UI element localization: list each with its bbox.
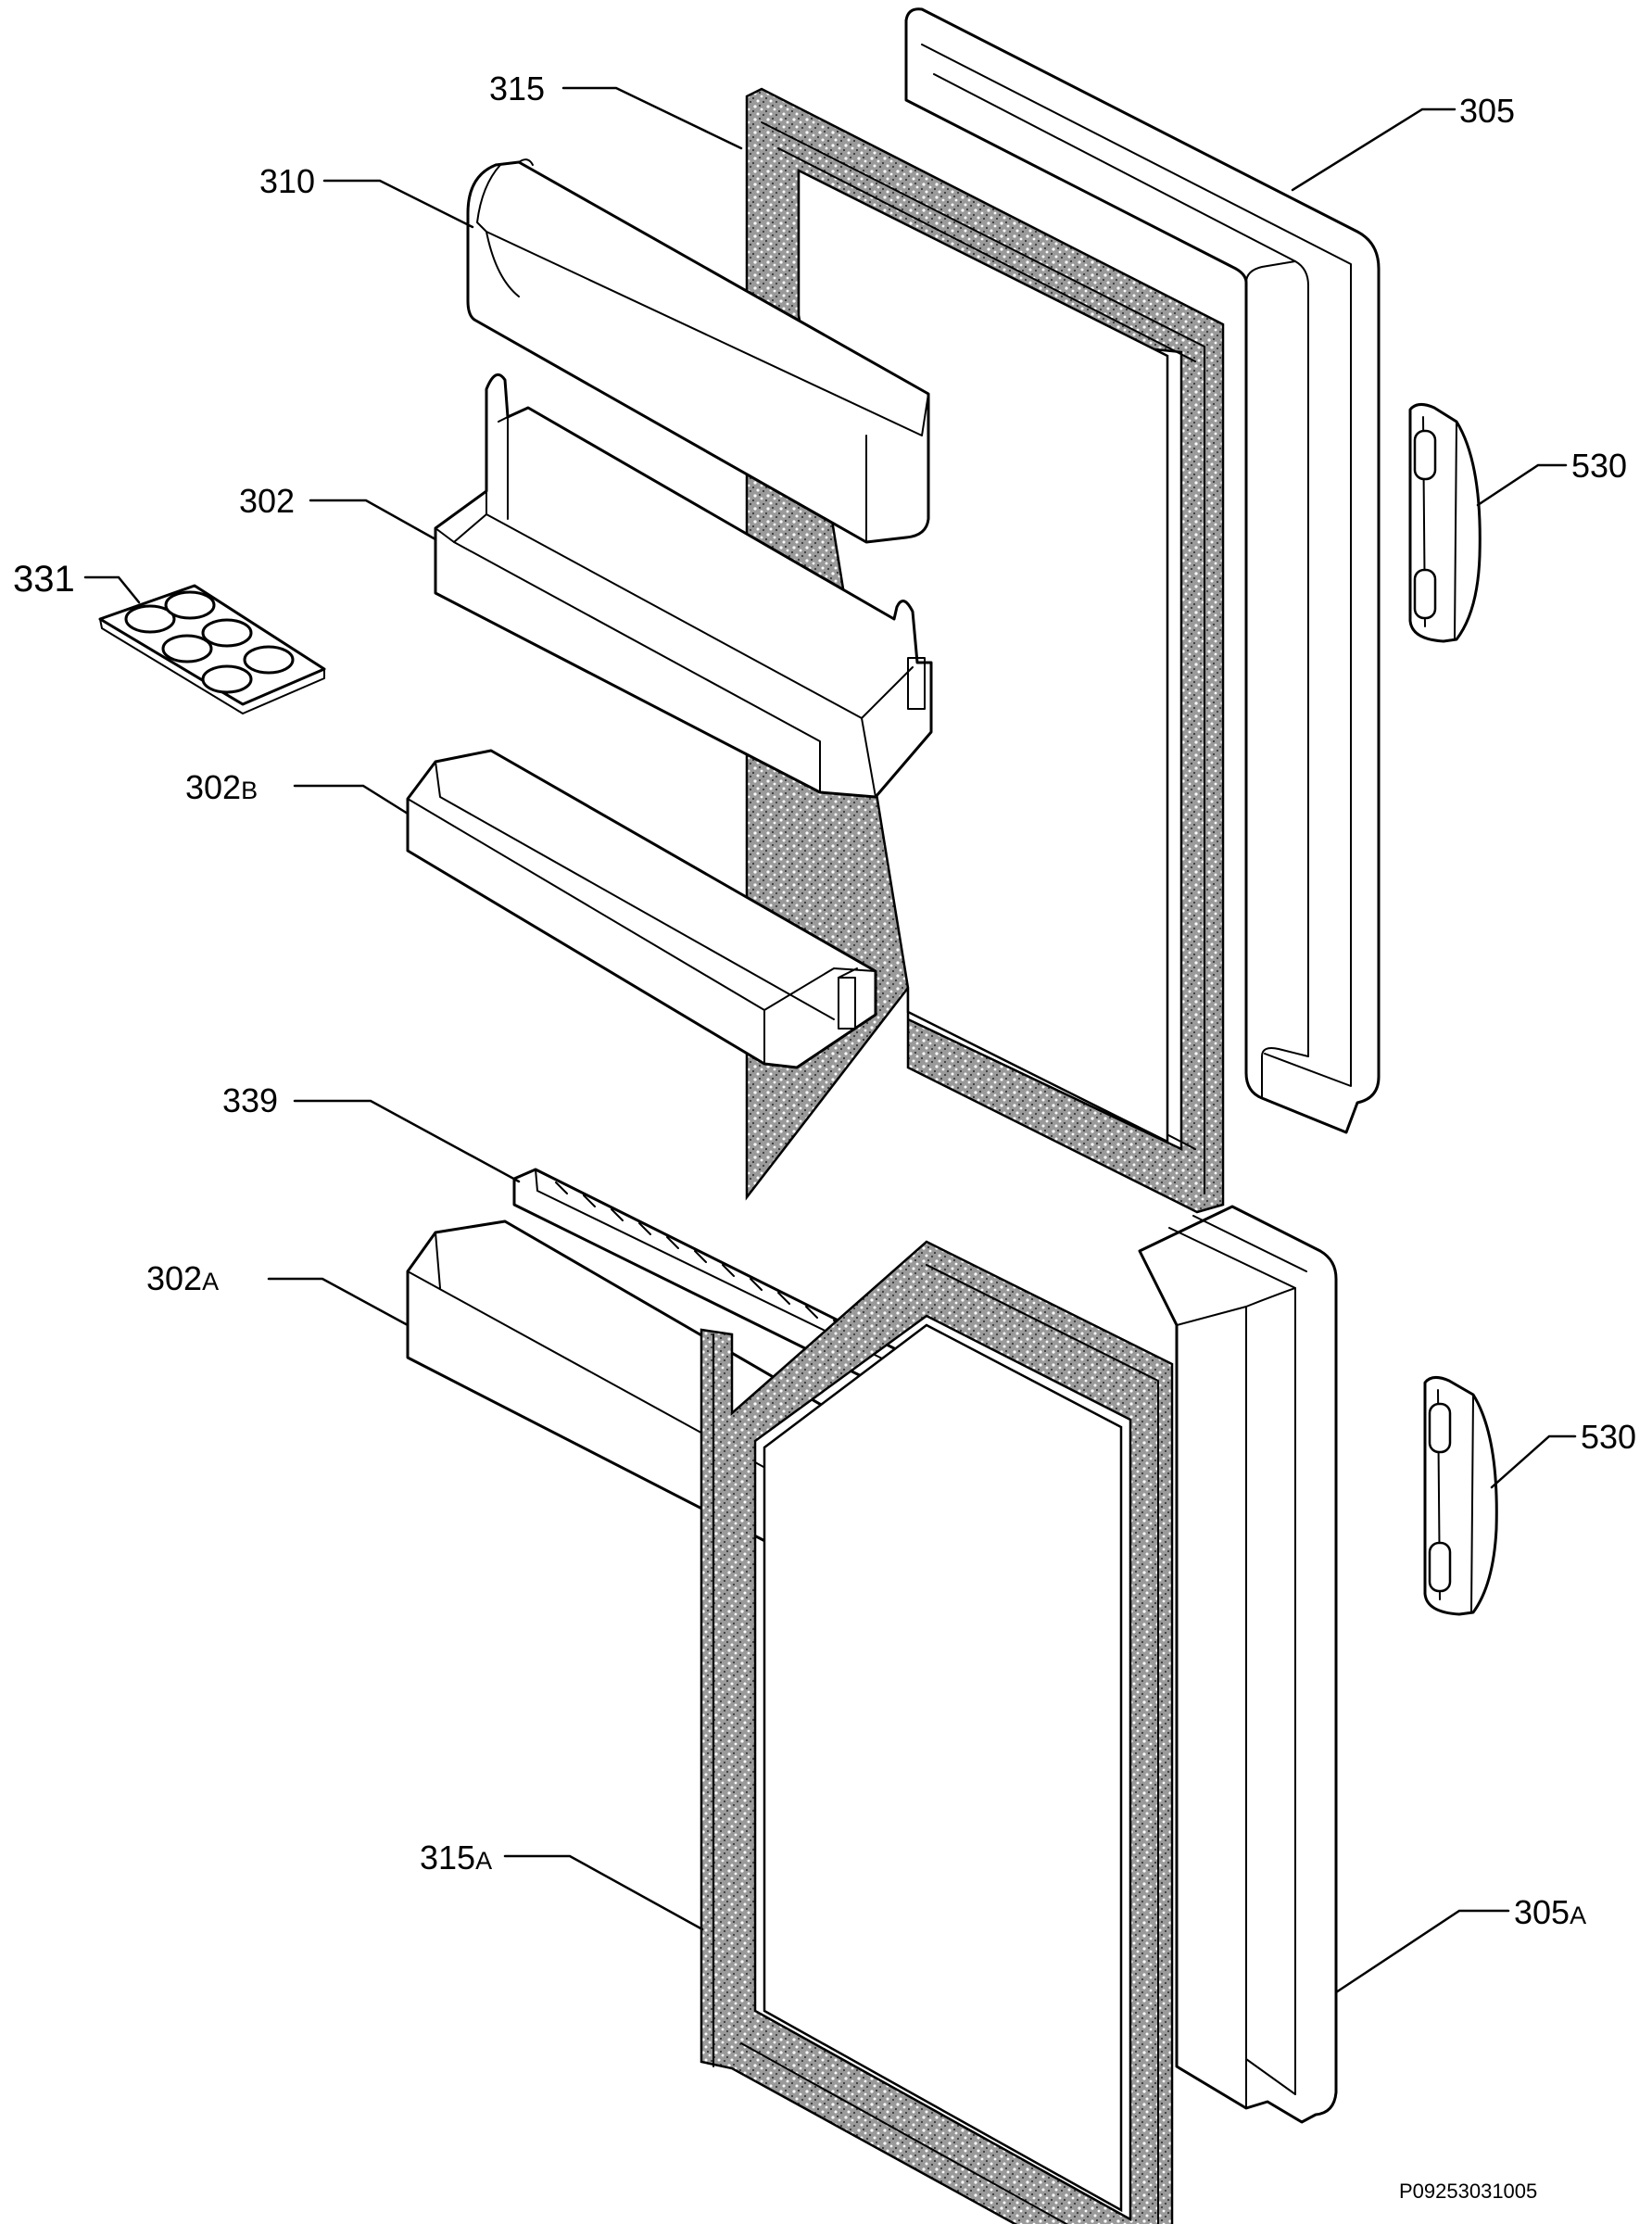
door-handle-upper	[1408, 403, 1482, 643]
leader-302b	[293, 784, 410, 815]
callout-302: 302	[239, 482, 295, 520]
leader-315	[561, 86, 743, 150]
callout-315a: 315A	[420, 1839, 492, 1876]
leader-530-lower	[1490, 1434, 1577, 1489]
egg-tray	[98, 584, 326, 714]
lower-door-gasket	[700, 1240, 1174, 2224]
leader-310	[322, 179, 474, 229]
callout-331: 331	[13, 559, 75, 600]
leader-305a	[1334, 1909, 1510, 1994]
door-shelf-302b	[406, 749, 877, 1069]
callout-302a: 302A	[146, 1259, 219, 1297]
callout-530-upper: 530	[1571, 447, 1627, 485]
leader-302a	[267, 1277, 410, 1327]
leader-530-upper	[1476, 463, 1568, 507]
door-handle-lower	[1423, 1376, 1498, 1616]
lower-door-panel	[1138, 1205, 1338, 2124]
callout-339: 339	[222, 1081, 278, 1119]
door-shelf-upper	[434, 373, 933, 799]
leader-302	[309, 499, 437, 541]
leader-339	[293, 1099, 521, 1183]
callout-302b: 302B	[185, 768, 258, 806]
callout-310: 310	[259, 162, 315, 200]
upper-door-panel	[904, 7, 1381, 1134]
leader-lines	[83, 86, 1577, 1994]
leader-305	[1291, 107, 1457, 192]
callout-305a: 305A	[1514, 1893, 1586, 1931]
leader-331	[83, 575, 141, 604]
callout-530-lower: 530	[1581, 1418, 1636, 1456]
drawing-code: P09253031005	[1399, 2180, 1537, 2203]
callout-labels: 305 315 310 302 331 530 302B 339 302A 53…	[13, 70, 1636, 1931]
leader-315a	[503, 1854, 704, 1931]
callout-315: 315	[489, 70, 545, 107]
butter-compartment-cover	[466, 158, 930, 544]
callout-305: 305	[1459, 92, 1515, 130]
